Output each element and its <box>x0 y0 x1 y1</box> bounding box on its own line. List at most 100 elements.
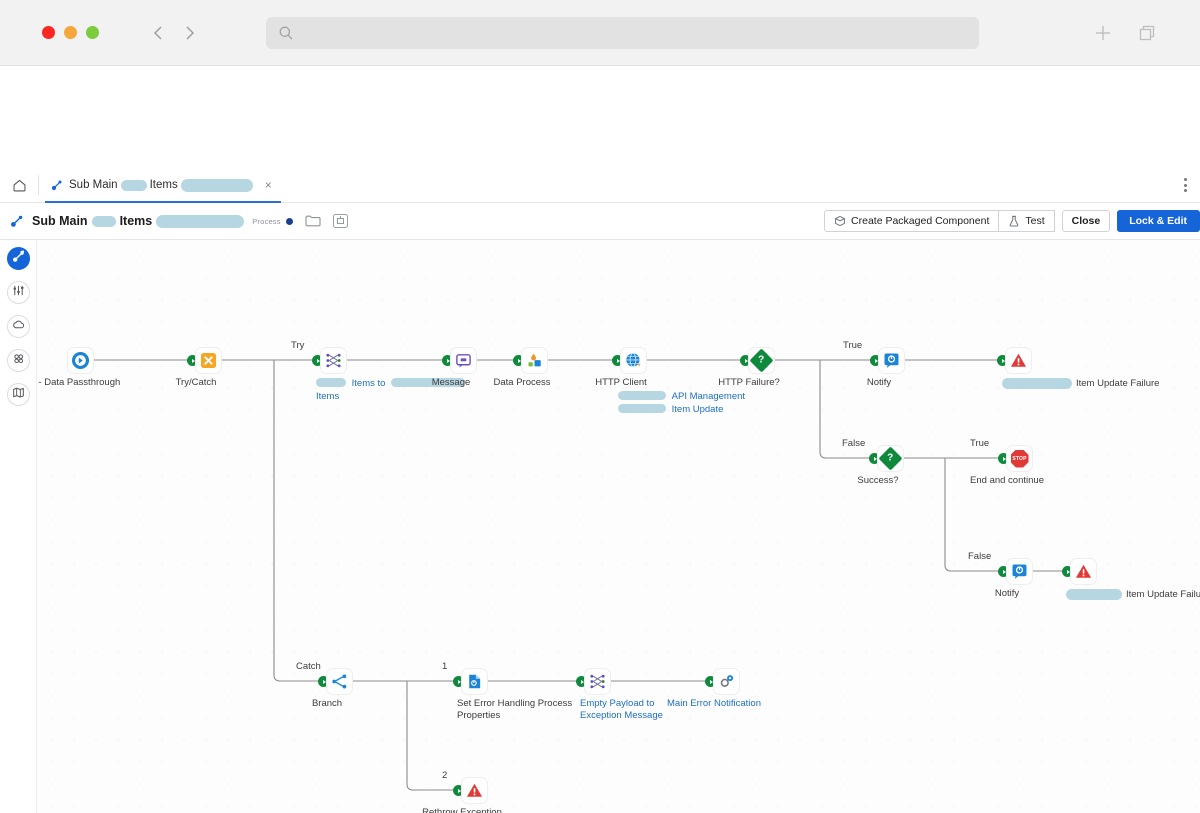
http-sub2-text: Item Update <box>671 404 724 415</box>
edge-label-true-1: True <box>843 340 863 351</box>
http-sub1-text: API Management <box>671 391 746 402</box>
data-process-icon[interactable] <box>522 348 547 373</box>
sidebar-item-process-flow[interactable] <box>6 247 30 270</box>
tab-overview-icon[interactable] <box>1136 22 1158 44</box>
start-circle-icon[interactable] <box>68 348 93 373</box>
input-port[interactable] <box>612 355 623 366</box>
close-button[interactable]: Close <box>1061 210 1111 232</box>
process-header-bar: Sub Main Items Process C <box>0 203 1200 240</box>
save-icon[interactable] <box>332 214 348 228</box>
branch-fork-icon[interactable] <box>327 669 352 694</box>
page-title-mid: Items <box>119 214 153 228</box>
node-label: HTTP Client <box>595 377 647 388</box>
http-client-globe-icon[interactable] <box>621 348 646 373</box>
home-button[interactable] <box>0 168 38 202</box>
process-call-icon[interactable] <box>714 669 739 694</box>
title-redacted-2 <box>156 214 245 228</box>
test-button[interactable]: Test <box>999 210 1055 232</box>
home-icon <box>13 179 25 191</box>
decision-diamond-icon[interactable]: ? <box>878 446 903 471</box>
tab-redacted-2 <box>180 178 253 192</box>
app-window: Sub Main Items × Sub Main Items Process <box>0 168 1200 813</box>
edge-label-false-2: False <box>968 551 992 562</box>
decision-diamond-icon[interactable]: ? <box>749 348 774 373</box>
node-label: End and continue <box>970 475 1044 486</box>
sidebar-item-map[interactable] <box>6 383 30 406</box>
exception-warning-icon[interactable] <box>1006 348 1031 373</box>
zoom-window-button[interactable] <box>86 26 99 39</box>
node-label: Message <box>431 377 471 388</box>
input-port[interactable] <box>705 676 716 687</box>
input-port[interactable] <box>997 355 1008 366</box>
input-port[interactable] <box>453 676 464 687</box>
map-transform-icon[interactable] <box>321 348 346 373</box>
edge-label-branch-2: 2 <box>442 770 448 781</box>
sidebar-item-cloud[interactable] <box>6 315 30 338</box>
exception-warning-icon[interactable] <box>1071 559 1096 584</box>
package-icon <box>834 215 846 227</box>
input-port[interactable] <box>312 355 323 366</box>
forward-arrow-icon[interactable] <box>181 22 199 44</box>
tab-strip: Sub Main Items × <box>0 168 1200 203</box>
close-window-button[interactable] <box>42 26 55 39</box>
notify-icon[interactable] <box>1007 559 1032 584</box>
input-port[interactable] <box>187 355 198 366</box>
input-port[interactable] <box>442 355 453 366</box>
minimize-window-button[interactable] <box>64 26 77 39</box>
node-label: Item Update Failure <box>1002 378 1159 389</box>
fail1-text: Item Update Failure <box>1076 378 1160 389</box>
back-arrow-icon[interactable] <box>149 22 167 44</box>
left-tool-rail <box>0 240 37 813</box>
input-port[interactable] <box>870 355 881 366</box>
node-label: Notify <box>994 588 1020 599</box>
tab-sub-main-items[interactable]: Sub Main Items × <box>39 168 281 203</box>
notify-icon[interactable] <box>879 348 904 373</box>
input-port[interactable] <box>318 676 329 687</box>
action-button-group: Create Packaged Component Test <box>824 210 1055 232</box>
message-icon[interactable] <box>451 348 476 373</box>
title-redacted-1 <box>91 215 116 227</box>
tab-close-icon[interactable]: × <box>264 178 272 192</box>
tab-strip-menu-icon[interactable] <box>1170 168 1200 202</box>
input-port[interactable] <box>998 453 1009 464</box>
tab-label: Sub Main Items <box>69 178 253 192</box>
address-search-bar[interactable] <box>266 16 979 49</box>
folder-icon[interactable] <box>305 214 321 228</box>
input-port[interactable] <box>740 355 751 366</box>
process-canvas[interactable]: Start - Data Passthrough Try/Catch Try <box>37 240 1200 813</box>
lock-and-edit-label: Lock & Edit <box>1129 215 1187 227</box>
close-label: Close <box>1071 215 1101 227</box>
create-packaged-component-button[interactable]: Create Packaged Component <box>824 210 1000 232</box>
tab-label-prefix: Sub Main <box>69 179 118 191</box>
set-properties-doc-icon[interactable] <box>462 669 487 694</box>
input-port[interactable] <box>998 566 1009 577</box>
new-tab-icon[interactable] <box>1092 22 1114 44</box>
node-label: Notify <box>866 377 892 388</box>
browser-chrome <box>0 0 1200 66</box>
connector-wires <box>93 359 1064 791</box>
map-label-redacted-1 <box>316 378 346 387</box>
fail1-redacted <box>1002 378 1072 389</box>
input-port[interactable] <box>513 355 524 366</box>
input-port[interactable] <box>576 676 587 687</box>
node-label[interactable]: Main Error Notification <box>667 698 761 709</box>
process-flow-icon <box>10 214 24 228</box>
node-label: Start - Data Passthrough <box>37 377 121 388</box>
node-label[interactable]: Empty Payload to Exception Message <box>580 698 663 721</box>
sidebar-item-settings[interactable] <box>6 281 30 304</box>
node-label: Items to Items <box>316 378 466 403</box>
stop-octagon-icon[interactable]: STOP <box>1007 446 1032 471</box>
try-catch-icon[interactable] <box>196 348 221 373</box>
process-flow-icon <box>51 179 63 191</box>
sidebar-item-components[interactable] <box>6 349 30 372</box>
settings-sliders-icon <box>12 284 25 302</box>
input-port[interactable] <box>1062 566 1073 577</box>
exception-warning-icon[interactable] <box>462 778 487 803</box>
input-port[interactable] <box>869 453 880 464</box>
input-port[interactable] <box>453 785 464 796</box>
map-label-line2: Items <box>316 390 340 402</box>
lock-and-edit-button[interactable]: Lock & Edit <box>1117 210 1200 232</box>
map-label-mid: Items to <box>351 378 386 389</box>
map-transform-icon[interactable] <box>585 669 610 694</box>
fail2-redacted <box>1066 589 1122 600</box>
